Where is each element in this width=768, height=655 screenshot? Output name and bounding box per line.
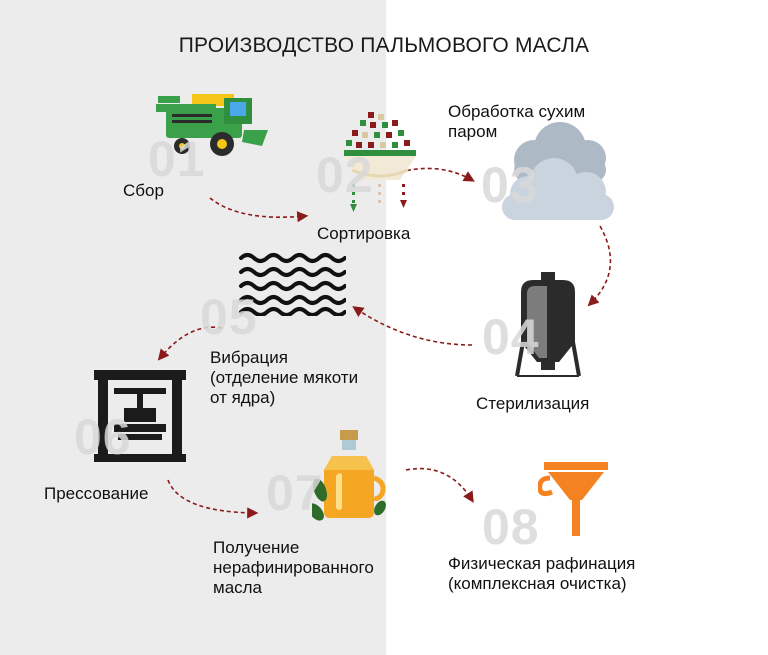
press-machine-icon	[94, 370, 186, 462]
step-number-05: 05	[200, 289, 258, 345]
vibration-waves-icon	[239, 253, 346, 316]
step-label-03: Обработка сухим паром	[448, 102, 586, 141]
step-label-07: Получение нерафинированного масла	[213, 538, 374, 597]
sterilizer-tank-icon	[515, 272, 581, 377]
oil-bottle-icon	[312, 430, 386, 521]
step-label-01: Сбор	[123, 181, 164, 200]
arrow-04-05	[352, 306, 473, 346]
page-title: ПРОИЗВОДСТВО ПАЛЬМОВОГО МАСЛА	[178, 34, 590, 57]
step-label-05: Вибрация (отделение мякоти от ядра)	[210, 348, 359, 407]
sorting-fruit-icon	[344, 112, 416, 212]
step-label-06: Прессование	[44, 484, 149, 503]
step-label-04: Стерилизация	[476, 394, 590, 413]
step-number-02: 02	[316, 147, 374, 203]
step-number-06: 06	[74, 409, 132, 465]
arrow-03-04	[587, 225, 612, 307]
harvester-icon	[156, 94, 268, 156]
arrow-01-02	[209, 197, 309, 223]
step-label-08: Физическая рафинация (комплексная очистк…	[448, 554, 636, 593]
step-number-08: 08	[482, 499, 540, 555]
steam-cloud-icon	[502, 122, 614, 220]
step-label-02: Сортировка	[317, 224, 411, 243]
arrow-06-07	[167, 479, 259, 519]
arrow-05-06	[157, 326, 223, 361]
arrow-07-08	[405, 467, 474, 503]
step-number-04: 04	[482, 309, 540, 365]
funnel-icon	[538, 462, 608, 536]
step-number-03: 03	[481, 157, 539, 213]
step-number-07: 07	[266, 465, 324, 521]
step-number-01: 01	[148, 131, 206, 187]
